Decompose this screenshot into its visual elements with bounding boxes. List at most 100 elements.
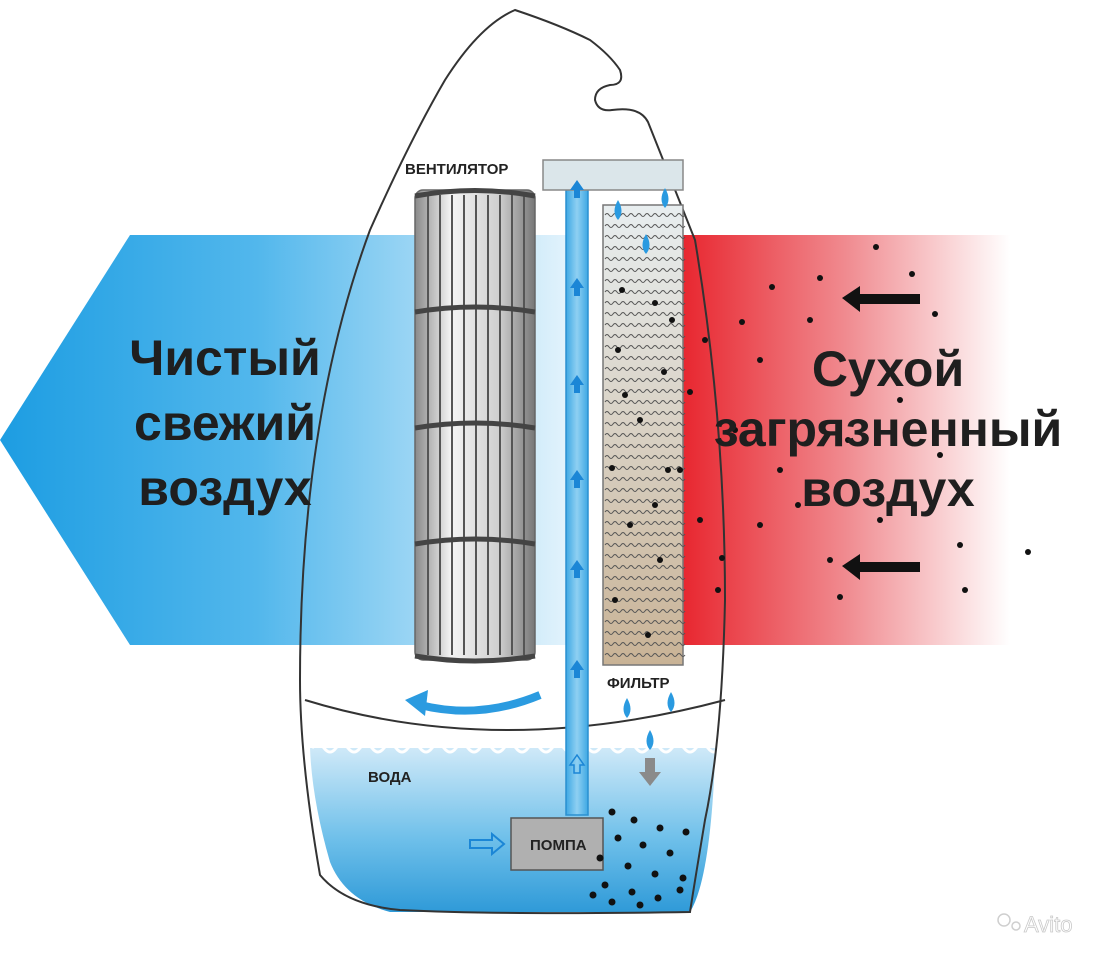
filter-wave <box>604 653 686 657</box>
dirt-particle <box>795 502 801 508</box>
filter-particle <box>627 522 633 528</box>
filter-wave <box>604 510 686 514</box>
sediment-particle <box>628 888 636 896</box>
dirty-air-line-1: Сухой <box>812 341 964 397</box>
filter-wave <box>604 642 686 646</box>
dirt-particle <box>687 389 693 395</box>
dirt-particle <box>715 587 721 593</box>
filter-particle <box>657 557 663 563</box>
dirt-particle <box>719 555 725 561</box>
filter-wave <box>604 268 686 272</box>
filter-particle <box>615 347 621 353</box>
distribution-tray <box>542 159 684 191</box>
filter-wave <box>604 411 686 415</box>
dirt-particle <box>732 427 738 433</box>
dirt-particle <box>757 357 763 363</box>
filter-particle <box>645 632 651 638</box>
sediment-particle <box>651 870 659 878</box>
filter-wave <box>604 378 686 382</box>
clean-air-line-3: воздух <box>138 460 312 516</box>
filter-particle <box>622 392 628 398</box>
dirt-particle <box>845 437 851 443</box>
filter-wave <box>604 301 686 305</box>
filter-wave <box>604 532 686 536</box>
filter-wave <box>604 290 686 294</box>
dirt-particle <box>777 467 783 473</box>
sediment-particle <box>596 854 604 862</box>
clean-air-line-2: свежий <box>134 395 316 451</box>
filter-particles <box>609 287 675 638</box>
avito-watermark: Avito <box>997 912 1073 937</box>
filter-particle <box>612 597 618 603</box>
filter-wave <box>604 444 686 448</box>
filter-wave <box>604 499 686 503</box>
filter-wave <box>604 312 686 316</box>
dirt-particle <box>962 587 968 593</box>
filter-wave <box>604 356 686 360</box>
inlet-arrow-icon <box>469 831 506 857</box>
dirty-air-line-2: загрязненный <box>714 401 1063 457</box>
dirty-air-line-3: воздух <box>801 461 975 517</box>
filter-particle <box>665 467 671 473</box>
filter-wave <box>604 224 686 228</box>
filter-cartridge <box>602 204 686 666</box>
filter-wave <box>604 521 686 525</box>
filter-wave <box>604 477 686 481</box>
sediment-particle <box>589 891 597 899</box>
filter-wave <box>604 598 686 602</box>
sediment-particle <box>639 841 647 849</box>
dirt-particle <box>957 542 963 548</box>
filter-particle <box>637 417 643 423</box>
dirt-particle <box>702 337 708 343</box>
filter-wave <box>604 367 686 371</box>
dirt-particle <box>757 522 763 528</box>
clean-air-line-1: Чистый <box>129 330 321 386</box>
fan-label: ВЕНТИЛЯТОР <box>405 161 508 178</box>
filter-wave <box>604 466 686 470</box>
sediment-particle <box>654 894 662 902</box>
filter-wave <box>604 389 686 393</box>
filter-wave <box>604 620 686 624</box>
dirt-particle <box>837 594 843 600</box>
filter-particle <box>619 287 625 293</box>
filter-particle <box>609 465 615 471</box>
sediment-particle <box>679 874 687 882</box>
rotation-arrow-icon <box>405 690 542 716</box>
dirt-particle <box>937 452 943 458</box>
water-label: ВОДА <box>368 769 412 786</box>
filter-wave <box>604 631 686 635</box>
sediment-particle <box>614 834 622 842</box>
sediment-particle <box>608 808 616 816</box>
pipe-up-arrows <box>568 180 586 774</box>
filter-particle <box>652 300 658 306</box>
sediment-particle <box>624 862 632 870</box>
filter-label: ФИЛЬТР <box>607 675 670 692</box>
chamber-divider <box>304 699 726 731</box>
intake-arrows <box>842 286 920 580</box>
dirt-particle <box>697 517 703 523</box>
filter-particle <box>669 317 675 323</box>
filter-wave <box>604 576 686 580</box>
filter-wave <box>604 279 686 283</box>
filter-wave <box>604 587 686 591</box>
sediment-particle <box>676 886 684 894</box>
device-outline <box>298 8 727 915</box>
dirt-particle <box>677 467 683 473</box>
filter-wave <box>604 257 686 261</box>
sediment-particle <box>630 816 638 824</box>
dirt-particle <box>1025 549 1031 555</box>
sediment-particles <box>589 808 690 909</box>
water-drops <box>614 188 675 750</box>
dirt-particle <box>932 311 938 317</box>
dirt-particle <box>827 557 833 563</box>
filter-wave <box>604 565 686 569</box>
dirt-particle <box>877 517 883 523</box>
pump-box <box>510 817 604 871</box>
dirt-particle <box>807 317 813 323</box>
filter-wave <box>604 323 686 327</box>
dirt-particle <box>897 397 903 403</box>
filter-particle <box>652 502 658 508</box>
pump-label: ПОМПА <box>530 837 587 854</box>
